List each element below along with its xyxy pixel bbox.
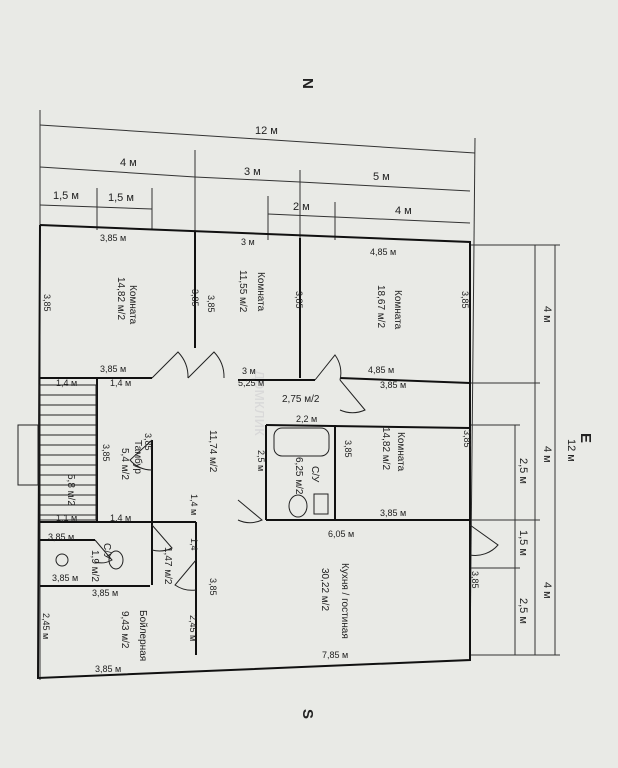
wall-dim: 3,85 м	[100, 233, 126, 243]
room-1: Комната 14,82 м/2	[115, 277, 138, 325]
wall-dim: 3,85	[343, 440, 353, 458]
room-3: Комната 18,67 м/2	[375, 285, 403, 330]
kitchen: Кухня / гостиная 30,22 м/2	[319, 563, 350, 639]
dim-2m: 2 м	[293, 201, 310, 213]
room-4: Комната 14,82 м/2	[380, 427, 406, 472]
wall-dim: 3 м	[242, 366, 256, 376]
corridor-area: 1,47 м/2	[162, 547, 173, 585]
wall-dim: 6,05 м	[328, 529, 354, 539]
dim-4m: 4 м	[120, 157, 137, 169]
kitchen-area: 30,22 м/2	[319, 568, 330, 611]
dim-right-1-5m: 1,5 м	[517, 530, 529, 556]
wall-dim: 2,45 м	[41, 613, 51, 639]
wall-dim: 1,4 м	[189, 494, 199, 515]
wall-dim: 3 м	[241, 237, 255, 247]
room-4-area: 14,82 м/2	[380, 427, 391, 470]
dim-5m: 5 м	[373, 171, 390, 183]
wall-dim: 3,85	[101, 444, 111, 462]
tambur: Тамбур 5,4 м/2	[119, 440, 144, 480]
east-label: E	[577, 433, 594, 443]
closet-area: 2,75 м/2	[282, 394, 320, 405]
wall-dim: 3,85	[470, 571, 480, 589]
boiler-name: Бойлерная	[137, 610, 148, 661]
wall-dim: 7,85 м	[322, 650, 348, 660]
hall-area: 11,74 м/2	[207, 430, 218, 473]
wall-dim: 3,85	[208, 578, 218, 596]
dim-1-5m-a: 1,5 м	[53, 190, 79, 202]
wall-dim: 3,85 м	[52, 573, 78, 583]
stairs-area: 5,8 м/2	[65, 474, 76, 506]
dim-right-2-5m-a: 2,5 м	[517, 458, 529, 484]
room-2: Комната 11,55 м/2	[237, 270, 266, 313]
wall-dim: 4,85 м	[368, 365, 394, 375]
bath-main-area: 6,25 м/2	[293, 457, 304, 495]
dim-total-top: 12 м	[255, 125, 278, 137]
wall-dim: 2,2 м	[296, 414, 317, 424]
room-3-area: 18,67 м/2	[375, 285, 386, 328]
tambur-name: Тамбур	[132, 440, 144, 474]
kitchen-name: Кухня / гостиная	[339, 563, 350, 639]
wall-dim: 4,85 м	[370, 247, 396, 257]
wall-dim: 1,4 м	[56, 378, 77, 388]
room-2-area: 11,55 м/2	[237, 270, 248, 313]
dim-right-2-5m-b: 2,5 м	[517, 598, 529, 624]
room-2-name: Комната	[255, 272, 266, 312]
dim-right-4m-top: 4 м	[541, 306, 553, 323]
south-label: S	[299, 709, 316, 719]
wall-dim: 3,85 м	[92, 588, 118, 598]
boiler-room: Бойлерная 9,43 м/2	[119, 610, 148, 661]
bath-main: С/У 6,25 м/2	[293, 457, 320, 495]
bath-small-name: С/У	[101, 543, 112, 560]
wall-dim: 3,85	[143, 433, 153, 451]
bathtub-icon	[273, 427, 330, 457]
wall-dimensions: 3,85 м 3 м 4,85 м 3,85 3,85 3,85 3,85 3,…	[41, 233, 480, 674]
room-1-area: 14,82 м/2	[115, 277, 126, 320]
room-3-name: Комната	[392, 290, 403, 330]
wall-dim: 2,45 м	[188, 615, 198, 641]
wall-dim: 1,4	[189, 538, 199, 551]
wall-dim: 3,85	[462, 430, 472, 448]
wall-dim: 1,4 м	[110, 513, 131, 523]
dim-total-right: 12 м	[565, 439, 577, 462]
room-4-name: Комната	[395, 432, 406, 472]
walls	[36, 224, 471, 680]
wall-dim: 1,1 м	[56, 513, 77, 523]
dim-right-4m-mid: 4 м	[541, 446, 553, 463]
wall-dim: 2,5 м	[256, 450, 266, 471]
dim-1-5m-b: 1,5 м	[108, 192, 134, 204]
wall-dim: 3,85 м	[380, 380, 406, 390]
wall-dim: 3,85 м	[100, 364, 126, 374]
north-label: N	[299, 78, 316, 89]
wall-dim: 1,4 м	[110, 378, 131, 388]
wall-dim: 3,85	[294, 291, 304, 309]
tambur-area: 5,4 м/2	[119, 448, 130, 480]
watermark: домклик	[251, 370, 270, 436]
staircase	[17, 384, 97, 521]
bath-small-area: 1,9 м/2	[89, 550, 100, 582]
wall-dim: 3,85 м	[48, 532, 74, 542]
toilet-icon	[55, 493, 329, 570]
right-dimension-lines	[470, 244, 560, 656]
wall-dim: 5,25 м	[238, 378, 264, 388]
bath-small: С/У 1,9 м/2	[89, 543, 112, 582]
boiler-area: 9,43 м/2	[119, 611, 130, 649]
wall-dim: 3,85	[42, 294, 52, 312]
dim-right-4m-bot: 4 м	[541, 582, 553, 599]
wall-dim: 3,85	[190, 289, 200, 307]
door-swings	[94, 351, 499, 591]
wall-dim: 3,85	[460, 291, 470, 309]
room-1-name: Комната	[127, 285, 138, 325]
wall-dim: 3,85	[206, 295, 216, 313]
wall-dim: 3,85 м	[95, 664, 121, 674]
dim-4m-b: 4 м	[395, 205, 412, 217]
dim-3m: 3 м	[244, 166, 261, 178]
wall-dim: 3,85 м	[380, 508, 406, 518]
bath-main-name: С/У	[309, 466, 320, 483]
